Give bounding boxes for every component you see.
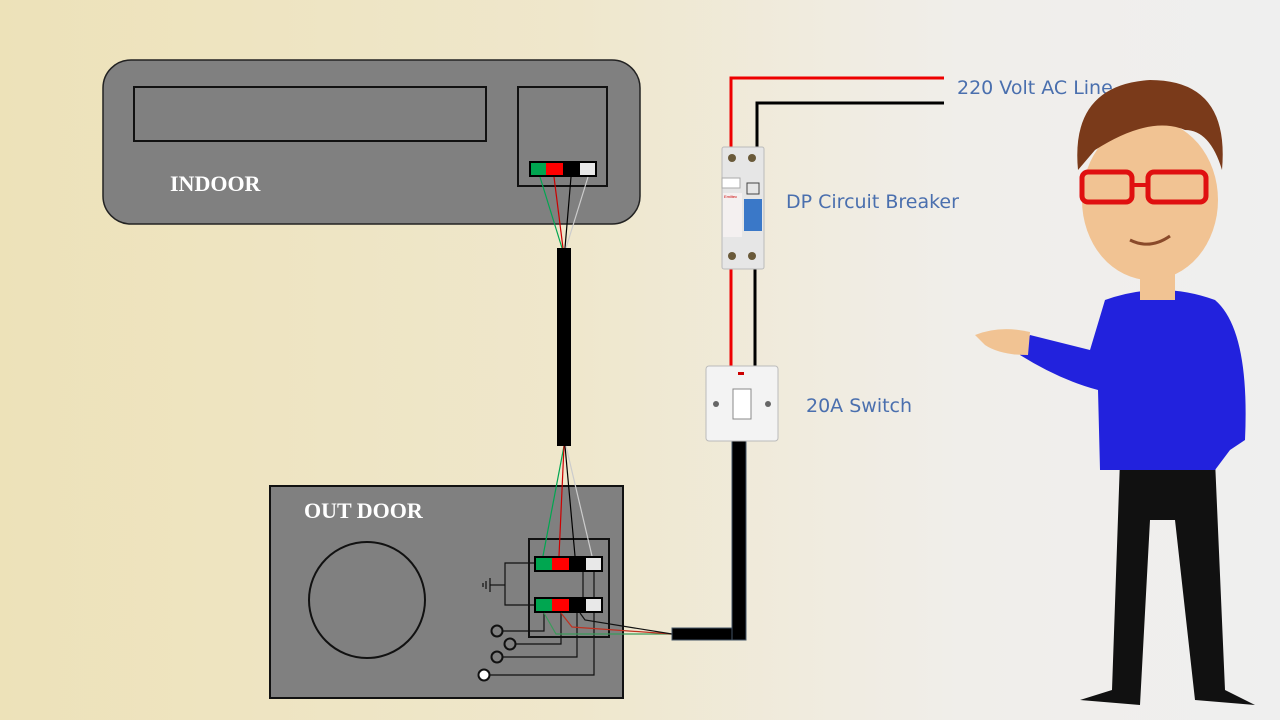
outdoor-label: OUT DOOR (304, 498, 424, 523)
interconnect-cable (557, 248, 571, 446)
wall-switch (705, 365, 779, 442)
cartoon-presenter (975, 80, 1255, 705)
outdoor-terminal-block-bottom (534, 597, 603, 613)
switch-label: 20A Switch (806, 395, 912, 417)
outdoor-unit: OUT DOOR (269, 445, 673, 699)
indoor-unit: INDOOR (102, 59, 641, 249)
indoor-terminal-block (529, 161, 597, 177)
ac-line-label: 220 Volt AC Line (957, 77, 1113, 99)
supply-cable (671, 439, 747, 641)
breaker-brand: Emiltec (724, 194, 737, 199)
ac-line-wires (729, 76, 944, 368)
outdoor-terminal-block-top (534, 556, 603, 572)
fan-circle (308, 541, 426, 659)
breaker-label: DP Circuit Breaker (786, 191, 959, 213)
indoor-label: INDOOR (170, 171, 262, 196)
circuit-breaker: Emiltec (721, 146, 765, 270)
